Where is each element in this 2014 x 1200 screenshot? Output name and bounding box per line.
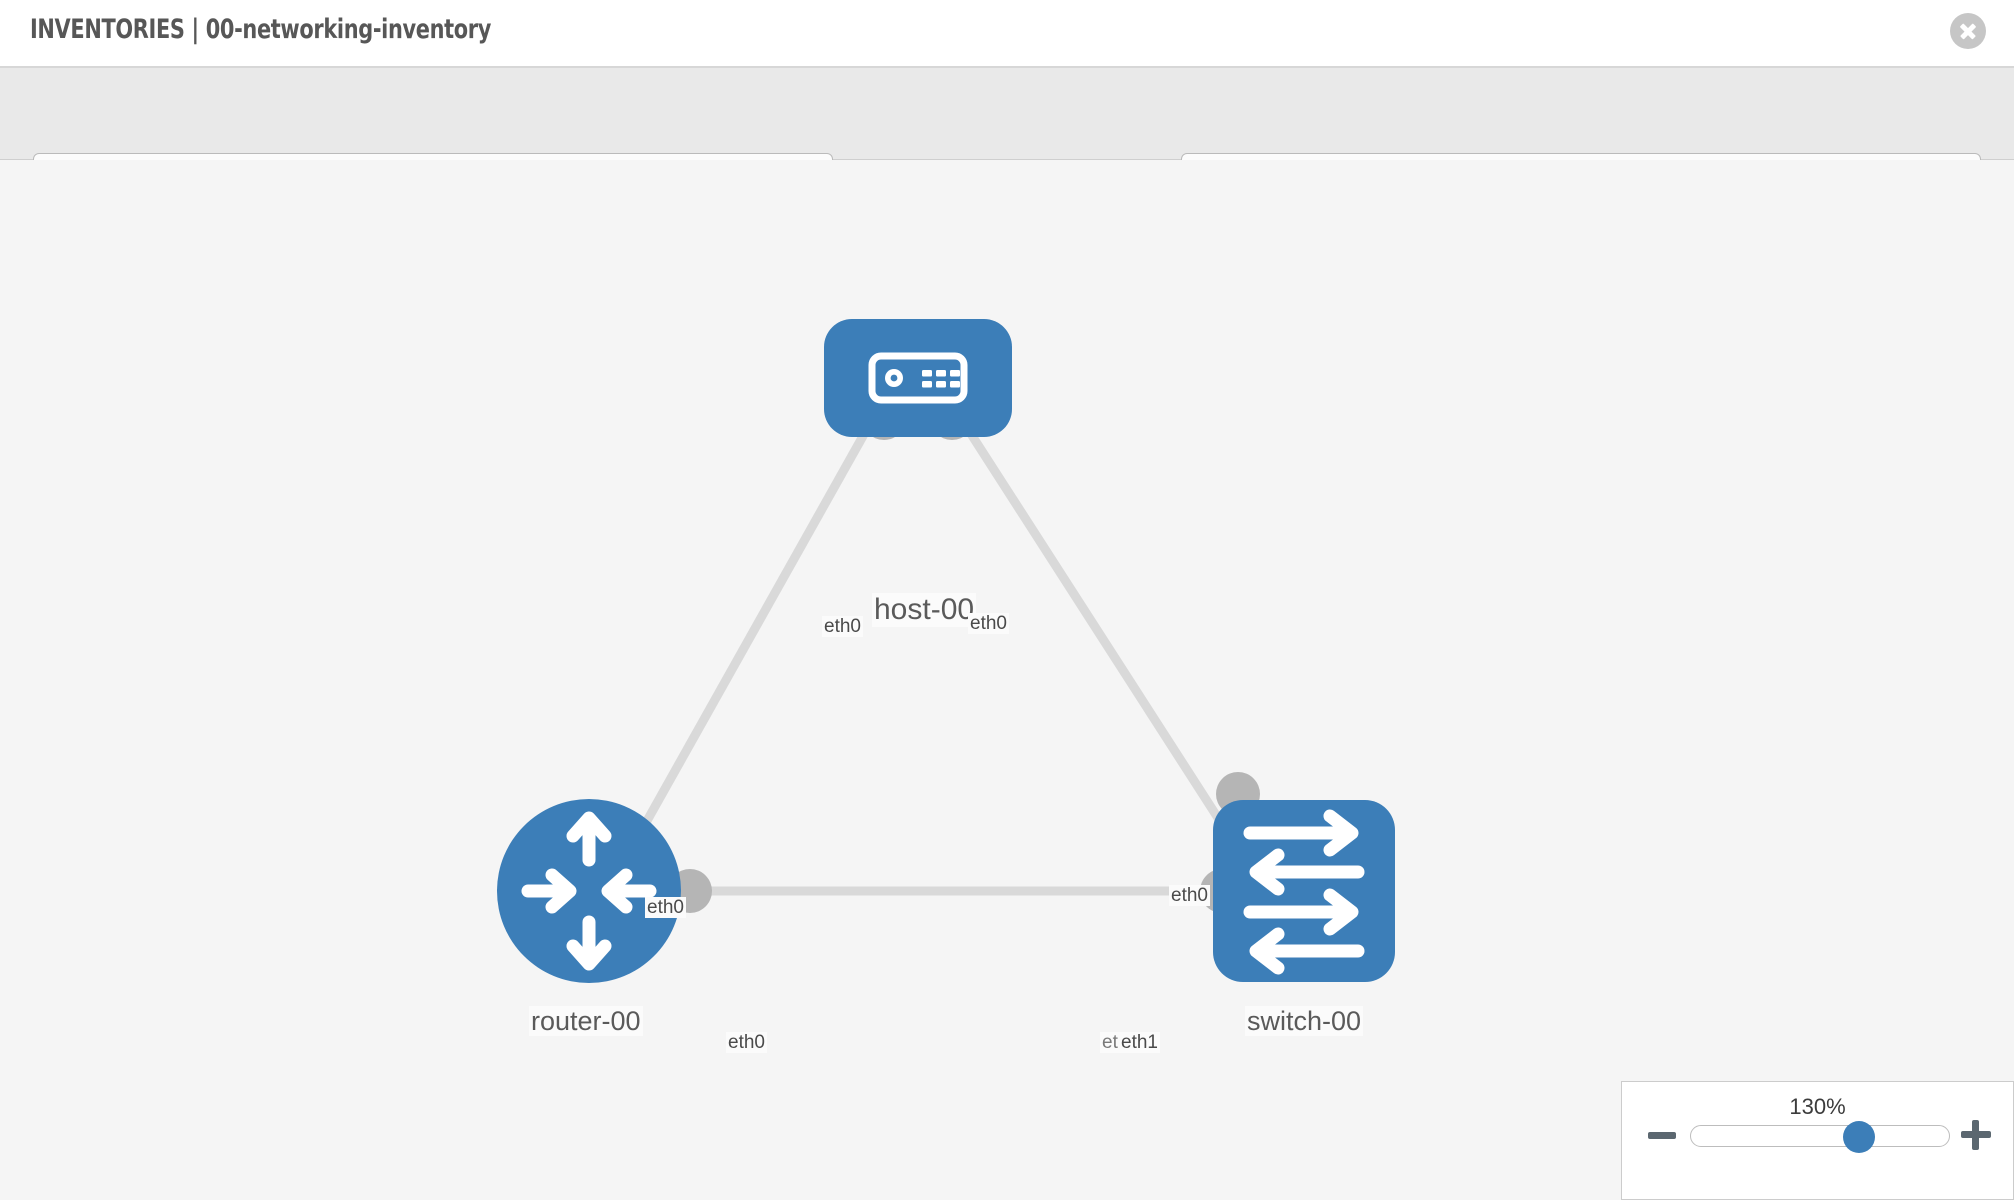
topology-graph	[497, 319, 1395, 983]
zoom-in-button[interactable]	[1961, 1120, 1991, 1150]
page-title: INVENTORIES | 00-networking-inventory	[30, 14, 492, 45]
node-label-router: router-00	[529, 1006, 643, 1037]
zoom-slider-handle[interactable]	[1843, 1121, 1875, 1153]
node-label-switch: switch-00	[1245, 1006, 1364, 1037]
port-label-host-right: eth0	[968, 613, 1009, 635]
port-label-router-up: eth0	[645, 897, 686, 919]
zoom-slider[interactable]	[1690, 1121, 1950, 1153]
port-label-switch-up: eth0	[1169, 885, 1210, 907]
zoom-level-value: 130%	[1789, 1094, 1846, 1119]
link-host-switch	[958, 417, 1249, 863]
link-host-router	[621, 417, 876, 863]
topology-canvas[interactable]: host-00 router-00 switch-00 eth0 eth0 et…	[0, 160, 2014, 1200]
node-host-00	[824, 319, 1012, 437]
topology-ports	[668, 396, 1260, 913]
port-label-router-right: eth0	[726, 1032, 767, 1054]
page-header: INVENTORIES | 00-networking-inventory	[0, 0, 2014, 68]
zoom-out-button[interactable]	[1648, 1132, 1676, 1139]
toolbar: ACTIONS SEARCH	[0, 68, 2014, 205]
topology-links	[621, 417, 1249, 896]
node-switch-00	[1213, 800, 1395, 982]
close-icon[interactable]	[1950, 13, 1986, 49]
zoom-control-panel: 130%	[1621, 1081, 2014, 1200]
node-label-host: host-00	[872, 593, 977, 627]
node-router-00	[497, 799, 681, 983]
port-label-switch-left: eth1	[1119, 1032, 1160, 1054]
port-label-host-left: eth0	[822, 616, 863, 638]
